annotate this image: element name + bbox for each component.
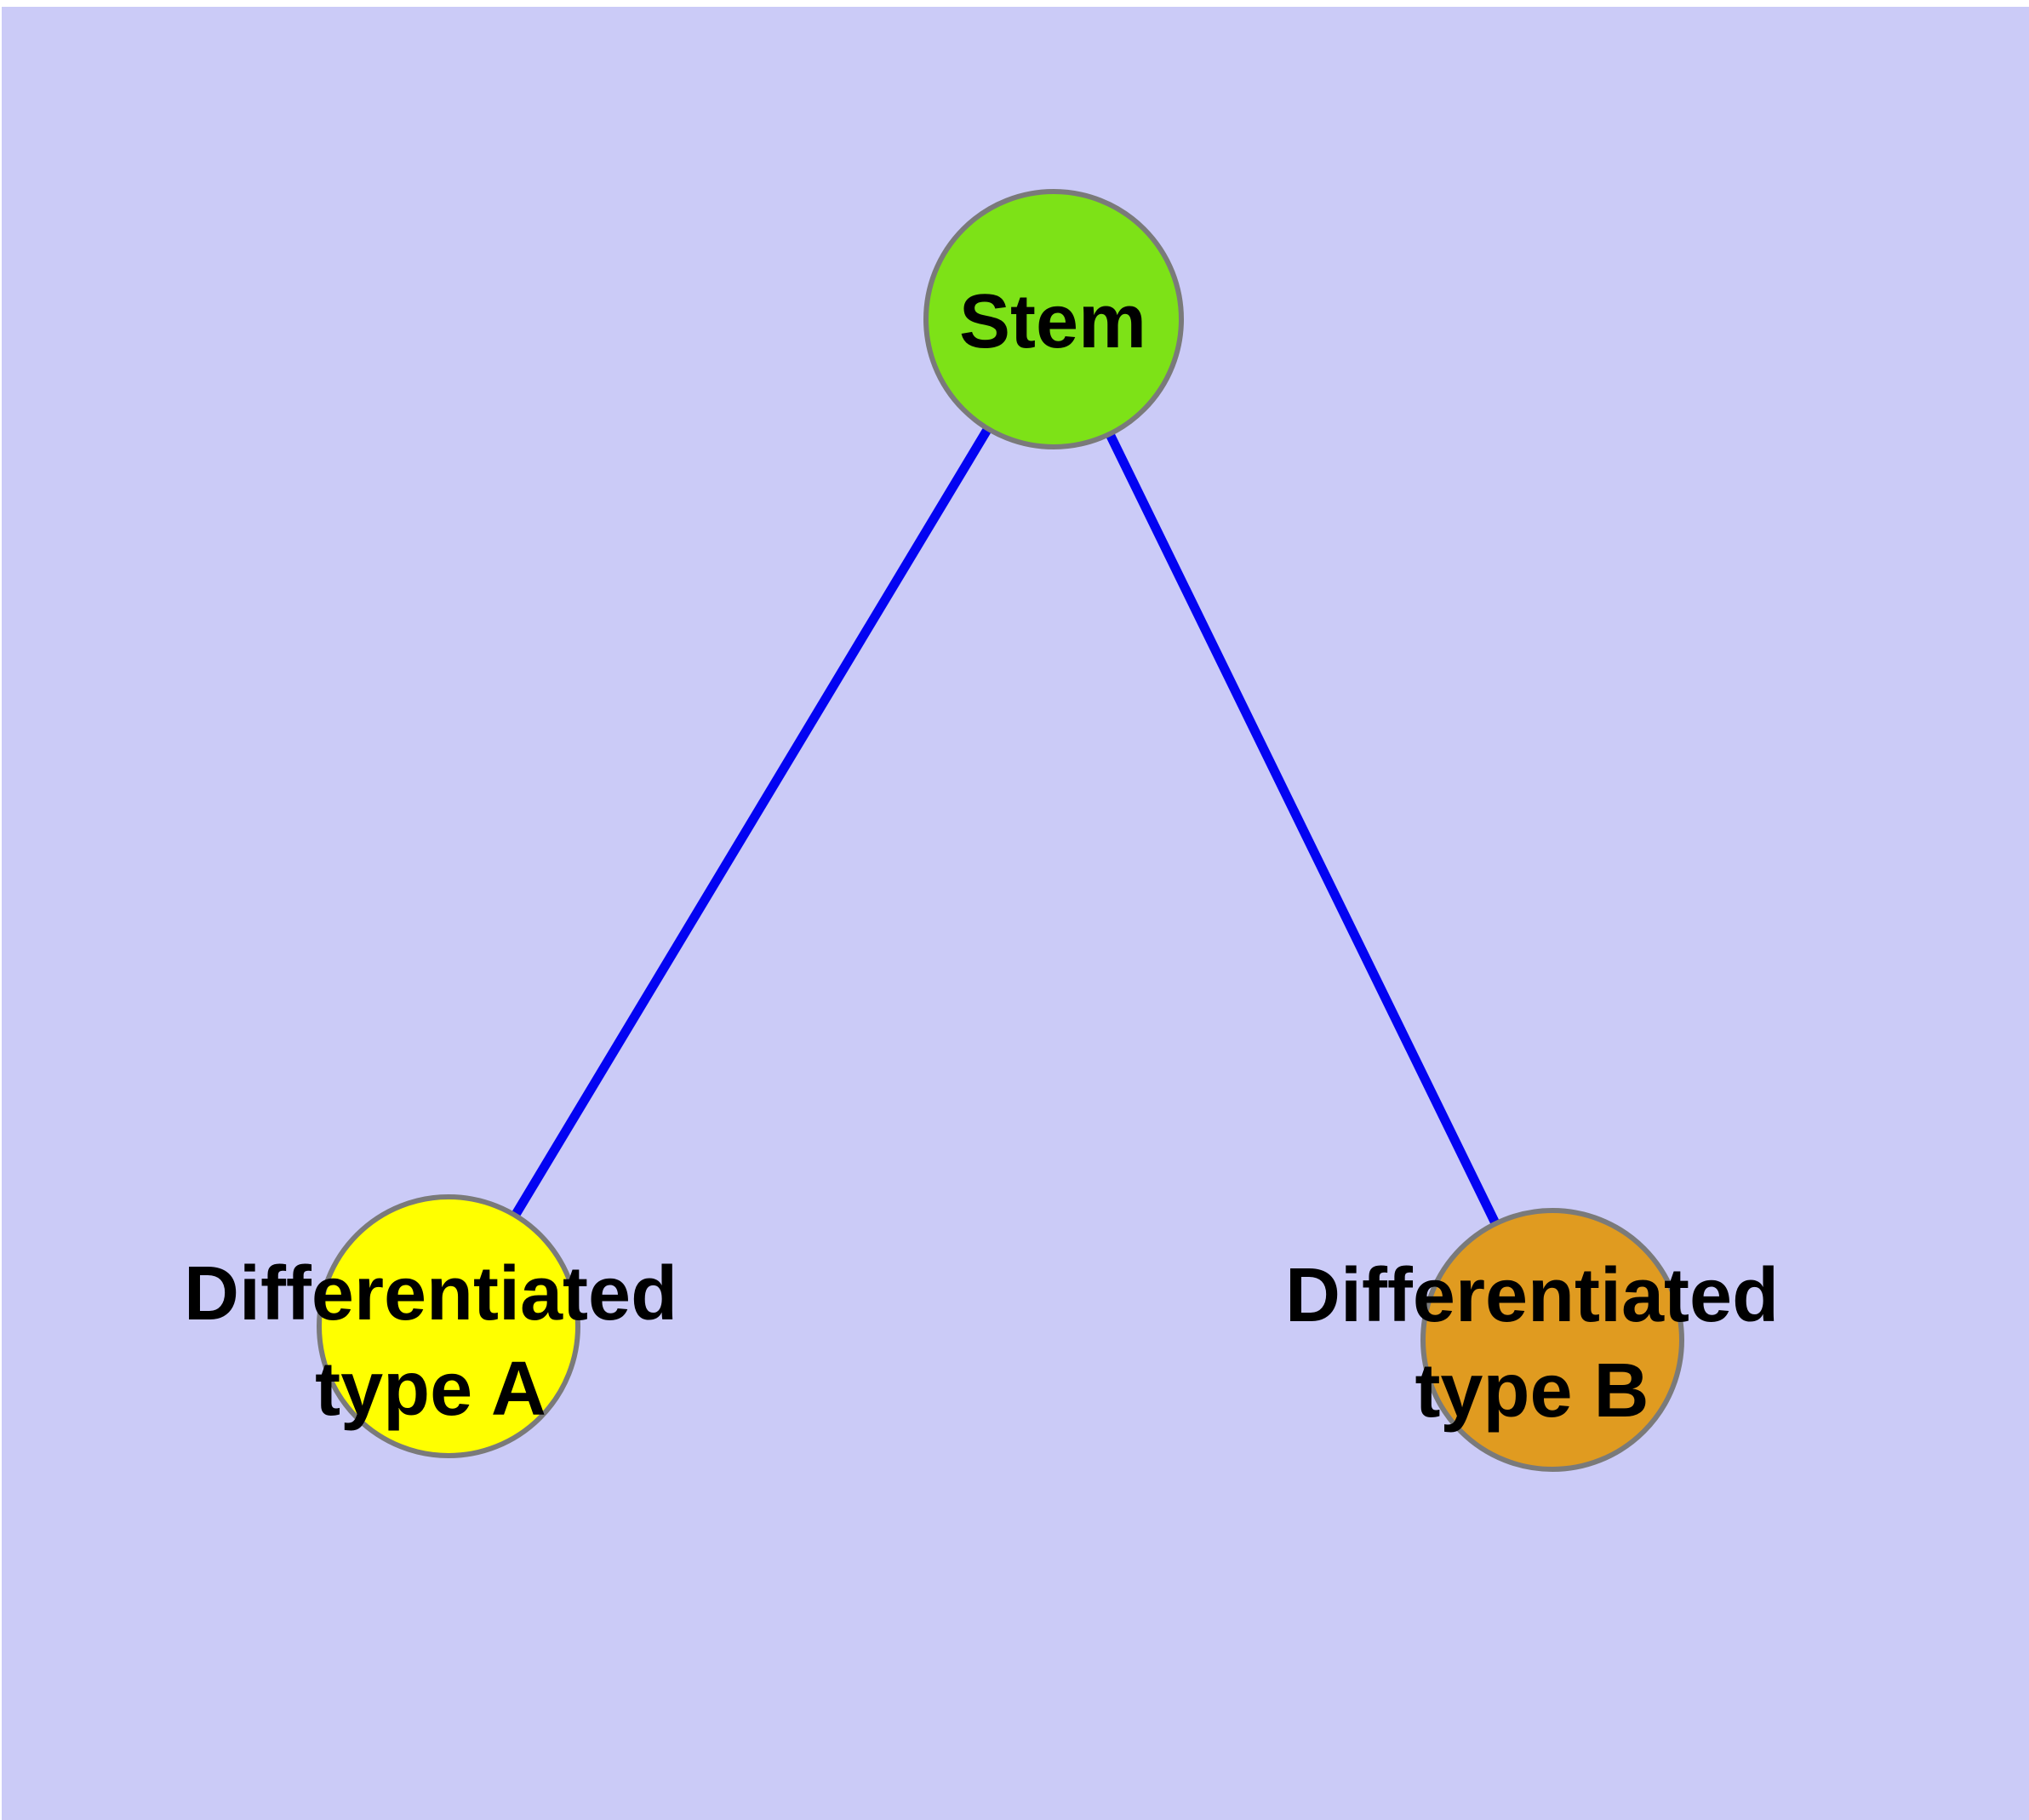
edge-stem-to-type-a [444, 317, 1058, 1329]
type-b-node-label: Differentiated type B [1284, 1253, 1780, 1434]
stem-node-label: Stem [958, 279, 1147, 364]
canvas-left-margin [0, 0, 2, 1820]
type-a-node-label: Differentiated type A [183, 1251, 678, 1432]
stem-node-circle [923, 189, 1184, 449]
canvas-top-margin [0, 0, 2029, 7]
type-a-node-circle [317, 1194, 580, 1458]
edge-stem-to-type-b [1049, 317, 1557, 1342]
type-b-node-circle [1420, 1208, 1684, 1472]
